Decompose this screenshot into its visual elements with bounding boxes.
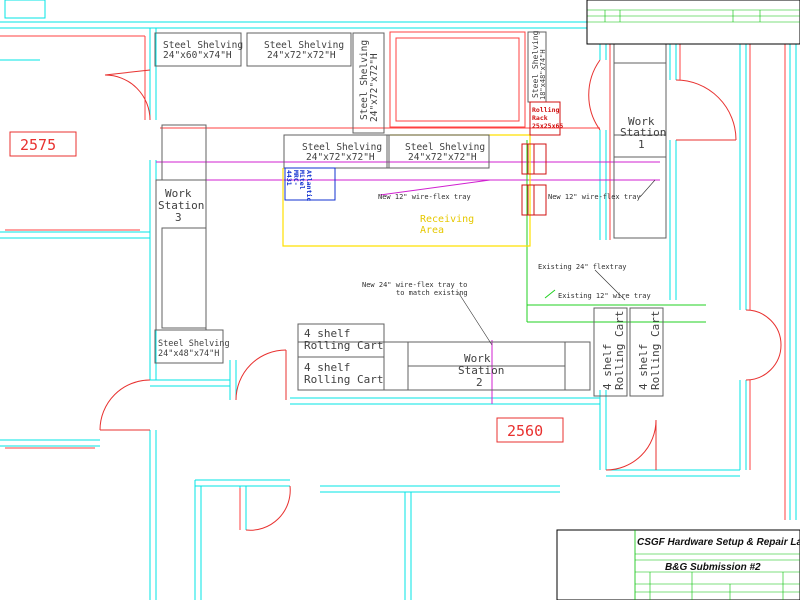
- mitel-equipment: Mitel Atlantic MRC- 4431: [284, 167, 336, 201]
- submission-title: B&G Submission #2: [665, 562, 761, 573]
- shelving-unit: [283, 134, 390, 169]
- receiving-label-2: Area: [420, 225, 444, 236]
- svg-text:Rolling Cart: Rolling Cart: [649, 311, 662, 390]
- shelving-size: 24"x72"x72"H: [306, 152, 375, 163]
- svg-text:Rolling Cart: Rolling Cart: [304, 373, 383, 386]
- shelving-labels: Steel Shelving 24"x60"x74"H Steel Shelvi…: [158, 30, 547, 359]
- svg-text:4431: 4431: [285, 170, 293, 186]
- receiving-label-1: Receiving: [420, 214, 474, 225]
- note-new-tray-right: New 12" wire-flex tray: [548, 193, 641, 201]
- room-tags: 2575 2560: [9, 131, 564, 443]
- shelving-size: 24"x72"x72"H: [267, 50, 336, 61]
- note-existing-12: Existing 12" wire tray: [558, 292, 651, 300]
- svg-text:Work: Work: [628, 115, 655, 128]
- steel-shelving-units: [154, 31, 547, 364]
- svg-text:MRC-: MRC-: [292, 170, 300, 186]
- shelving-label: Steel Shelving: [359, 40, 370, 120]
- work-station-labels: Work Station 1 Work Station 3 Work Stati…: [158, 115, 666, 389]
- note-new-24-1: New 24" wire-flex tray to: [362, 281, 467, 289]
- svg-text:4 shelf: 4 shelf: [304, 327, 350, 340]
- shelving-unit: [154, 32, 242, 67]
- rolling-cart: [629, 307, 664, 397]
- svg-text:25x25x65: 25x25x65: [532, 122, 563, 130]
- svg-text:Rolling Cart: Rolling Cart: [304, 339, 383, 352]
- shelving-unit: [352, 32, 385, 134]
- door-swings: [99, 59, 782, 531]
- svg-text:1: 1: [638, 138, 645, 151]
- svg-text:4 shelf: 4 shelf: [637, 344, 650, 390]
- shelving-size: 18"x48"x74"H: [539, 49, 547, 100]
- project-title: CSGF Hardware Setup & Repair Lab: [637, 537, 800, 548]
- svg-text:Atlantic: Atlantic: [305, 170, 313, 201]
- svg-text:Rolling: Rolling: [532, 106, 559, 114]
- rolling-carts: [297, 307, 664, 397]
- svg-text:Station: Station: [620, 126, 666, 139]
- svg-text:Work: Work: [165, 187, 192, 200]
- shelving-label: Steel Shelving: [158, 339, 230, 349]
- note-new-24-2: to match existing: [396, 289, 468, 297]
- shelving-label: Steel Shelving: [302, 142, 382, 153]
- svg-text:2: 2: [476, 376, 483, 389]
- svg-text:Rack: Rack: [532, 114, 548, 122]
- existing-wire-trays: [526, 140, 706, 323]
- rolling-cart-labels: 4 shelf Rolling Cart 4 shelf Rolling Car…: [304, 311, 662, 390]
- tray-notes: New 12" wire-flex tray New 12" wire-flex…: [362, 179, 656, 346]
- new-wire-trays: [156, 161, 660, 404]
- shelving-size: 24"x72"x72"H: [369, 53, 380, 122]
- svg-text:Station: Station: [458, 364, 504, 377]
- shelving-size: 24"x48"x74"H: [158, 349, 219, 359]
- svg-text:Rolling Cart: Rolling Cart: [613, 311, 626, 390]
- note-existing-24: Existing 24" flextray: [538, 263, 627, 271]
- shelving-size: 24"x72"x72"H: [408, 152, 477, 163]
- svg-text:4 shelf: 4 shelf: [601, 344, 614, 390]
- svg-text:Station: Station: [158, 199, 204, 212]
- shelving-label: Steel Shelving: [264, 40, 344, 51]
- svg-text:Mitel: Mitel: [298, 170, 306, 190]
- room-number-2575: 2575: [20, 136, 56, 154]
- svg-text:Work: Work: [464, 352, 491, 365]
- shelving-unit: [246, 32, 352, 67]
- shelving-label: Steel Shelving: [531, 30, 540, 98]
- shelving-label: Steel Shelving: [163, 40, 243, 51]
- room-outlines: [0, 28, 786, 530]
- tray-rack-marks: [521, 143, 547, 216]
- room-number-2560: 2560: [507, 422, 543, 440]
- note-new-tray-left: New 12" wire-flex tray: [378, 193, 471, 201]
- svg-text:3: 3: [175, 211, 182, 224]
- shelving-size: 24"x60"x74"H: [163, 50, 232, 61]
- revision-block: [586, 0, 800, 45]
- shelving-label: Steel Shelving: [405, 142, 485, 153]
- title-block: CSGF Hardware Setup & Repair Lab B&G Sub…: [556, 529, 800, 600]
- rolling-rack: Rolling Rack 25x25x65: [529, 101, 563, 136]
- rolling-cart: [593, 307, 628, 397]
- svg-text:4 shelf: 4 shelf: [304, 361, 350, 374]
- shelving-unit: [386, 134, 490, 169]
